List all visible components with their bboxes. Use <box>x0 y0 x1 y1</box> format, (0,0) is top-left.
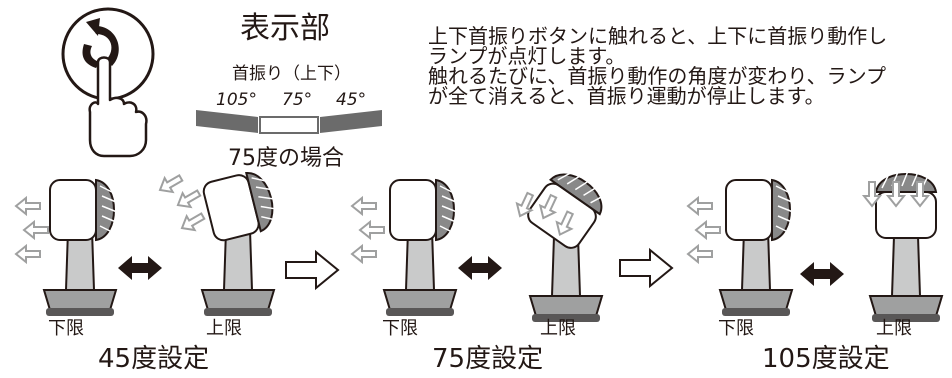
description-line: 上下首振りボタンに触れると、上下に首振り動作し <box>428 24 888 48</box>
swing-arrows-icon <box>82 18 119 68</box>
description-line: が全て消えると、首振り運動が停止します。 <box>428 84 825 108</box>
upper-label-45: 上限 <box>206 318 242 339</box>
double-arrow-45 <box>118 256 162 280</box>
airflow-45-lower <box>15 197 49 263</box>
airflow-105-upper <box>863 181 929 207</box>
lamp-75 <box>259 116 319 134</box>
angle-105-label: 105° <box>216 90 257 110</box>
description-line: ランプが点灯します。 <box>428 44 626 68</box>
airflow-75-lower <box>351 197 385 263</box>
lamp-105 <box>196 110 258 133</box>
case-caption: 75度の場合 <box>228 146 344 171</box>
next-arrow-1 <box>285 251 339 289</box>
upper-label-105: 上限 <box>876 318 912 339</box>
upper-label-75: 上限 <box>540 318 576 339</box>
fan-45-upper <box>200 166 283 317</box>
angle-45-label: 45° <box>336 90 367 110</box>
panel-title: 表示部 <box>240 11 330 46</box>
fan-105-upper <box>869 170 943 323</box>
caption-45: 45度設定 <box>98 344 210 374</box>
fan-75-lower <box>383 179 458 317</box>
double-arrow-105 <box>800 262 844 286</box>
fan-75-upper <box>523 161 613 323</box>
fan-105-lower <box>719 179 794 317</box>
lower-label-75: 下限 <box>382 318 418 339</box>
swing-label: 首振り（上下） <box>232 64 351 84</box>
fan-45-lower <box>43 179 118 317</box>
airflow-105-lower <box>687 197 721 263</box>
next-arrow-2 <box>619 249 673 287</box>
description-line: 触れるたびに、首振り動作の角度が変わり、ランプ <box>428 64 886 88</box>
hand-pointer-icon <box>88 56 148 158</box>
description: 上下首振りボタンに触れると、上下に首振り動作し ランプが点灯します。 触れるたび… <box>428 26 887 106</box>
lower-label-45: 下限 <box>48 318 84 339</box>
angle-75-label: 75° <box>282 90 313 110</box>
double-arrow-75 <box>458 256 502 280</box>
lower-label-105: 下限 <box>718 318 754 339</box>
caption-75: 75度設定 <box>432 344 544 374</box>
caption-105: 105度設定 <box>762 344 890 374</box>
lamp-45 <box>320 110 382 133</box>
